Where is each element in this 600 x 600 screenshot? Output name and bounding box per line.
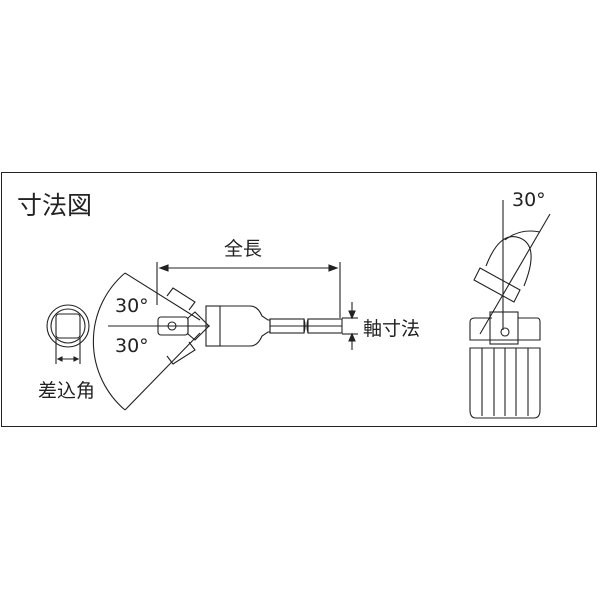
diagram-frame bbox=[1, 172, 597, 427]
angle-upper-label: 30° bbox=[115, 295, 149, 317]
diagram-title: 寸法図 bbox=[17, 191, 93, 220]
drive-size-label: 差込角 bbox=[38, 380, 96, 402]
socket-tilted-view bbox=[469, 200, 551, 419]
drive-end-view bbox=[46, 304, 90, 364]
overall-length-label: 全長 bbox=[224, 238, 263, 260]
angle-lower-label: 30° bbox=[115, 335, 149, 357]
angle-side-label: 30° bbox=[512, 189, 546, 211]
joint-side-view bbox=[92, 262, 358, 411]
shaft-size-label: 軸寸法 bbox=[363, 318, 421, 340]
